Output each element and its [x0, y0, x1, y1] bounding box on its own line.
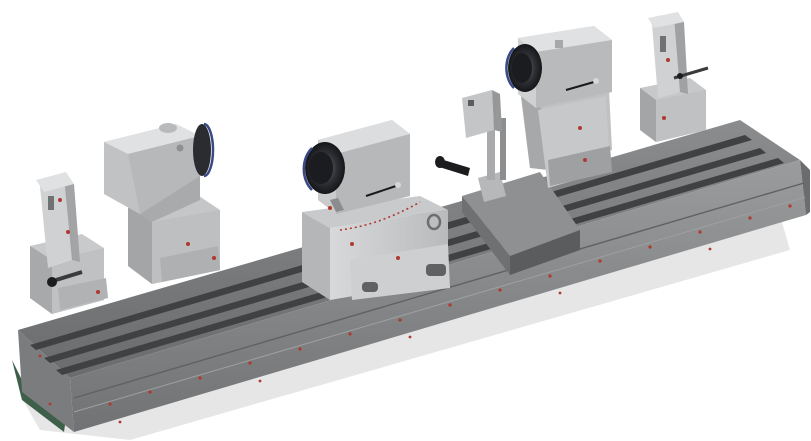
- tailstock-right: [640, 12, 709, 142]
- clamp-slide: [435, 90, 580, 275]
- tailstock-left: [30, 172, 108, 314]
- carriage-center: [302, 120, 450, 300]
- rotary-head-left: [104, 122, 220, 284]
- rotary-head-right: [505, 26, 612, 188]
